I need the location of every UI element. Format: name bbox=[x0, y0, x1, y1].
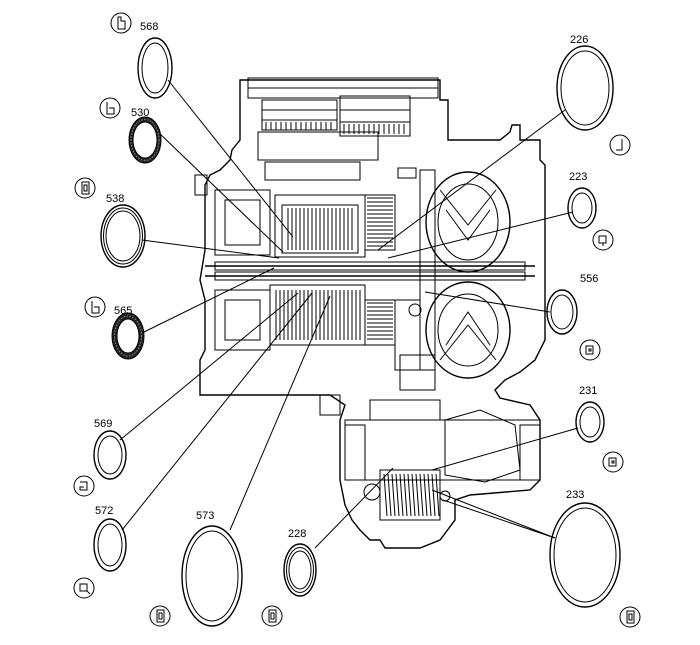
section-hatch-line bbox=[431, 473, 436, 517]
leader-233b bbox=[442, 499, 556, 539]
seal-572 bbox=[93, 518, 127, 572]
leader-226 bbox=[377, 109, 566, 251]
leader-568 bbox=[167, 79, 294, 238]
seal-profile-icon bbox=[602, 451, 624, 473]
callout-label-530: 530 bbox=[131, 107, 149, 119]
seal-profile-icon bbox=[73, 475, 95, 497]
leader-556 bbox=[424, 291, 551, 313]
leader-231 bbox=[431, 427, 579, 471]
seal-538 bbox=[100, 204, 146, 268]
seal-228 bbox=[283, 543, 317, 597]
seal-231 bbox=[575, 401, 605, 443]
seal-223 bbox=[567, 187, 597, 229]
leader-573 bbox=[229, 295, 331, 531]
callout-label-556: 556 bbox=[580, 273, 598, 285]
seal-226 bbox=[556, 45, 614, 131]
callout-label-226: 226 bbox=[570, 34, 588, 46]
section-hatch-line bbox=[391, 473, 396, 517]
seal-profile-icon bbox=[84, 296, 106, 318]
seal-profile-icon bbox=[261, 605, 283, 627]
callout-label-572: 572 bbox=[95, 505, 113, 517]
section-hatch-line bbox=[435, 473, 440, 517]
callout-label-233: 233 bbox=[566, 489, 584, 501]
seal-569 bbox=[93, 430, 127, 480]
seal-profile-icon bbox=[609, 134, 631, 156]
callout-label-568: 568 bbox=[140, 21, 158, 33]
leader-223 bbox=[387, 211, 574, 259]
section-hatch-line bbox=[387, 473, 392, 517]
callout-label-573: 573 bbox=[196, 510, 214, 522]
seal-profile-icon bbox=[99, 97, 121, 119]
section-hatch-line bbox=[383, 473, 388, 517]
callout-label-231: 231 bbox=[579, 385, 597, 397]
seal-556 bbox=[546, 289, 578, 335]
section-hatch-line bbox=[407, 473, 412, 517]
seal-profile-icon bbox=[619, 606, 641, 628]
leader-530 bbox=[157, 131, 284, 253]
section-hatch-line bbox=[415, 473, 420, 517]
section-hatch-line bbox=[427, 473, 432, 517]
seal-profile-icon bbox=[73, 577, 95, 599]
section-hatch-line bbox=[395, 473, 400, 517]
leader-565 bbox=[137, 267, 275, 336]
callout-label-223: 223 bbox=[569, 171, 587, 183]
callout-labels: 568 530 538 565 569 572 573 228 226 223 … bbox=[94, 21, 598, 540]
leader-233a bbox=[431, 489, 556, 539]
leader-569 bbox=[119, 292, 299, 441]
seal-530 bbox=[128, 116, 162, 164]
seal-573 bbox=[181, 525, 243, 627]
section-hatch-line bbox=[403, 473, 408, 517]
callout-label-228: 228 bbox=[288, 528, 306, 540]
profile-icons bbox=[73, 12, 641, 628]
section-hatch-line bbox=[399, 473, 404, 517]
leader-572 bbox=[121, 292, 313, 531]
seal-profile-icon bbox=[74, 177, 96, 199]
seal-568 bbox=[137, 37, 173, 99]
seal-profile-icon bbox=[110, 12, 132, 34]
seal-profile-icon bbox=[592, 229, 614, 251]
leader-lines bbox=[119, 79, 579, 549]
callout-label-569: 569 bbox=[94, 418, 112, 430]
leader-228 bbox=[314, 467, 394, 549]
leader-538 bbox=[141, 239, 280, 259]
callout-label-565: 565 bbox=[114, 305, 132, 317]
seal-profile-icon bbox=[579, 339, 601, 361]
seal-profile-icon bbox=[149, 605, 171, 627]
section-hatch-line bbox=[423, 473, 428, 517]
section-hatch-line bbox=[419, 473, 424, 517]
seal-233 bbox=[549, 502, 621, 608]
callout-label-538: 538 bbox=[106, 193, 124, 205]
seal-rings bbox=[93, 37, 621, 627]
seal-565 bbox=[111, 312, 145, 360]
transmission-case-section bbox=[194, 77, 546, 549]
section-hatch-line bbox=[411, 473, 416, 517]
